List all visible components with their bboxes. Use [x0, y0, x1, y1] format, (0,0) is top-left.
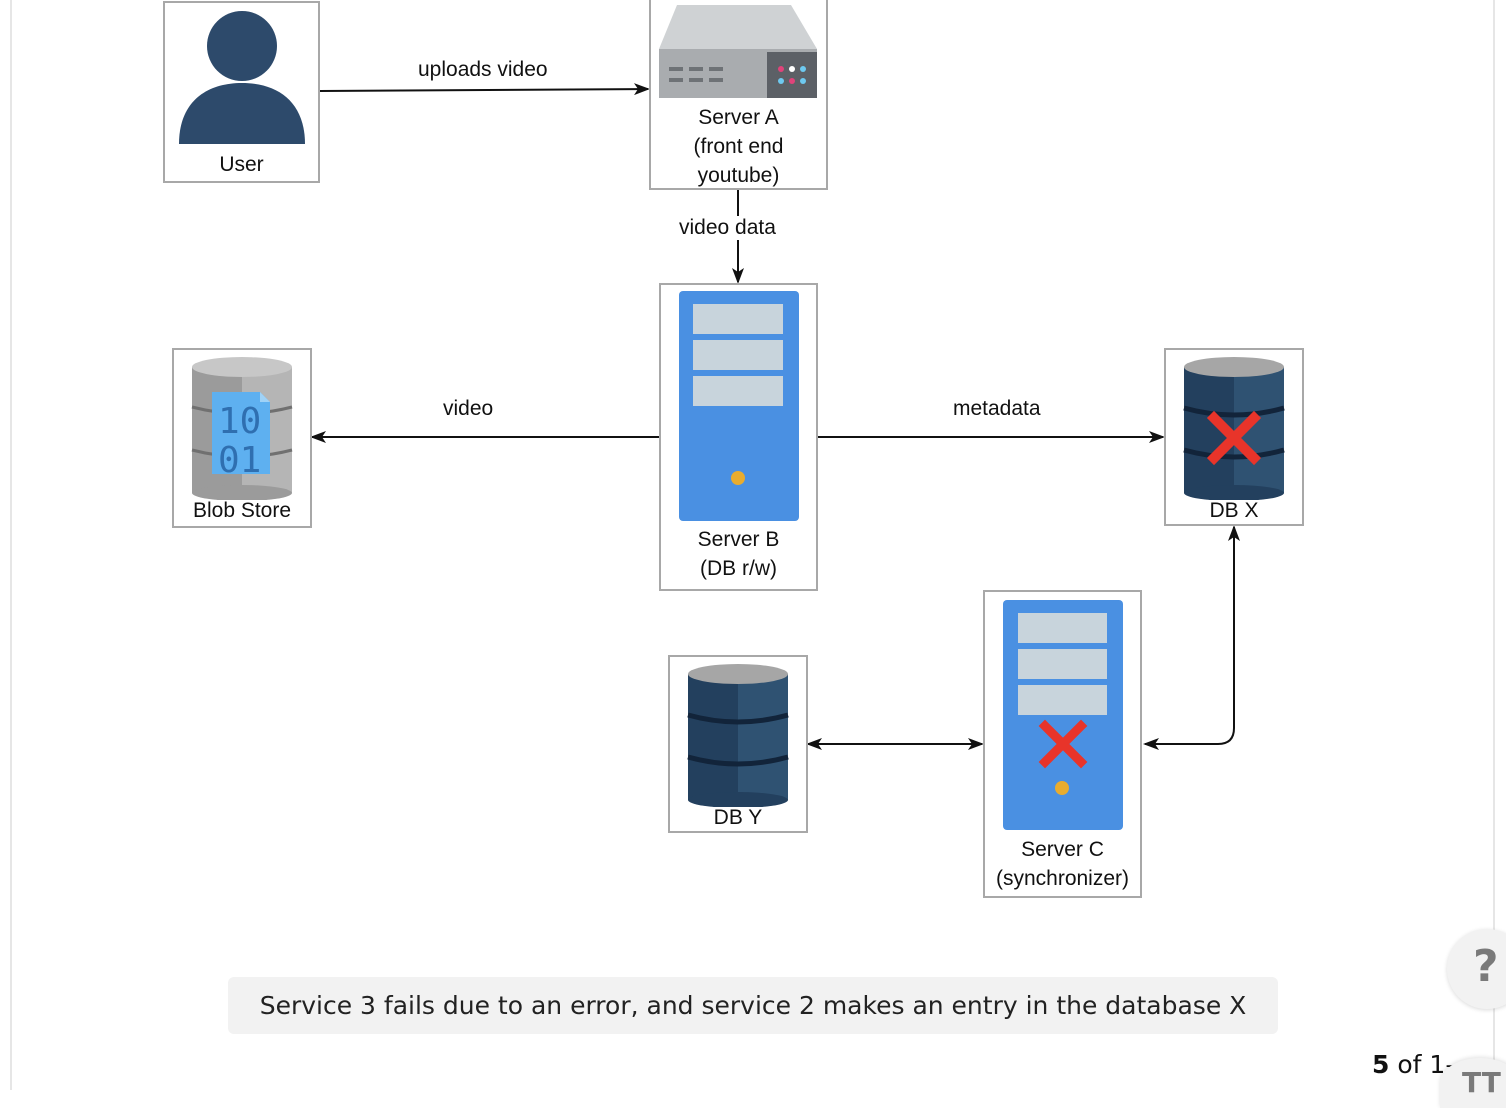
user-label: User [219, 153, 264, 176]
server-a-label-line-3: youtube) [697, 164, 780, 187]
text-size-button[interactable]: TT [1440, 1058, 1506, 1108]
pager-separator: of [1397, 1050, 1422, 1079]
database-icon [687, 664, 789, 807]
server-a-label-line-2: (front end [693, 135, 784, 158]
blob-store-label: Blob Store [192, 499, 292, 522]
user-icon [179, 11, 305, 144]
db-y-node: DB Y [668, 655, 808, 833]
edge-label-metadata: metadata [953, 397, 1041, 420]
help-button[interactable]: ? [1447, 929, 1506, 1009]
server-a-node: Server A (front end youtube) [649, 0, 828, 190]
edge-user-to-server-a [319, 83, 650, 96]
server-b-node: Server B (DB r/w) [659, 283, 818, 591]
database-icon [1183, 357, 1285, 500]
edge-server-c-db-x [1143, 525, 1240, 750]
slide-caption: Service 3 fails due to an error, and ser… [228, 977, 1278, 1034]
edge-label-uploads-video: uploads video [418, 58, 548, 81]
tower-server-icon [1003, 600, 1123, 830]
pager-current: 5 [1372, 1050, 1390, 1079]
server-c-label-line-2: (synchronizer) [995, 867, 1130, 890]
tower-server-icon [679, 291, 799, 521]
db-x-label: DB X [1209, 499, 1259, 522]
server-c-node: Server C (synchronizer) [983, 590, 1142, 898]
failure-cross-icon [1206, 410, 1262, 466]
right-frame-border [1493, 0, 1495, 1090]
server-c-label-line-1: Server C [1021, 838, 1104, 861]
left-frame-border [10, 0, 12, 1090]
server-b-label-line-2: (DB r/w) [700, 557, 777, 580]
question-mark-icon: ? [1473, 941, 1499, 992]
server-b-label-line-1: Server B [697, 528, 780, 551]
failure-cross-icon [1038, 719, 1088, 769]
text-size-icon: TT [1462, 1066, 1501, 1099]
user-node: User [163, 1, 320, 183]
db-x-node: DB X [1164, 348, 1304, 526]
edge-label-video: video [443, 397, 494, 420]
rack-server-icon [659, 5, 817, 98]
blob-storage-icon: 10 01 [191, 357, 293, 500]
server-a-label-line-1: Server A [698, 106, 779, 129]
db-y-label: DB Y [713, 806, 763, 829]
blob-icon-text-bottom: 01 [218, 440, 261, 481]
edge-label-video-data: video data [679, 216, 776, 240]
blob-icon-text-top: 10 [218, 401, 261, 442]
blob-store-node: 10 01 Blob Store [172, 348, 312, 528]
